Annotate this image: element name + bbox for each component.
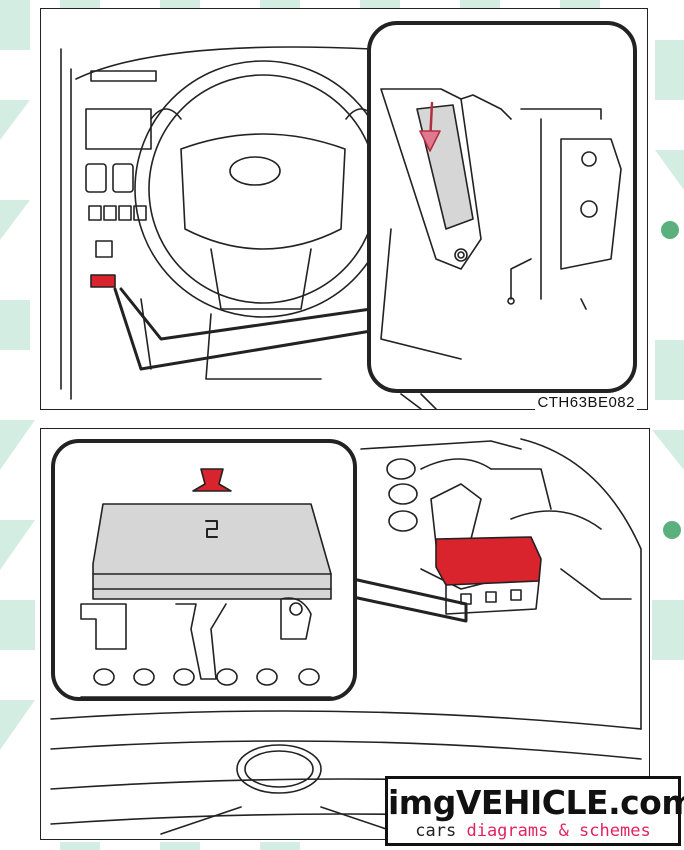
- gear-icon: [661, 221, 681, 539]
- up-arrow-icon: [192, 468, 232, 492]
- engine-fuse-panel: [40, 428, 650, 840]
- vent-left: [85, 163, 107, 193]
- zoom-detail: [80, 468, 332, 698]
- watermark-tagline-highlight: diagrams & schemes: [466, 821, 651, 841]
- zoom-callout: [367, 21, 637, 393]
- steering-logo: [229, 156, 281, 186]
- watermark-logo: imgVEHICLE.com cars diagrams & schemes: [385, 776, 684, 846]
- display-screen: [85, 108, 152, 150]
- steering-hub: [180, 133, 346, 250]
- engine-fuse-box-highlight: [435, 536, 542, 586]
- engine-fuse-cover: [92, 503, 332, 600]
- watermark-tagline: cars diagrams & schemes: [388, 821, 678, 841]
- front-emblem: [236, 744, 322, 794]
- vent-right: [112, 163, 134, 193]
- zoom-detail: [380, 88, 622, 360]
- dashboard-drawing: [60, 21, 637, 409]
- watermark-tagline-prefix: cars: [415, 821, 467, 841]
- interior-fuse-panel: CTH63BE082: [40, 8, 648, 411]
- down-arrow-icon: [419, 130, 441, 152]
- diagram-code: CTH63BE082: [535, 394, 637, 411]
- engine-bay-drawing: [50, 438, 642, 835]
- watermark-brand: imgVEHICLE.com: [388, 783, 684, 822]
- steering-wheel-outer: [134, 60, 392, 318]
- fuse-cover-highlight: [90, 274, 116, 288]
